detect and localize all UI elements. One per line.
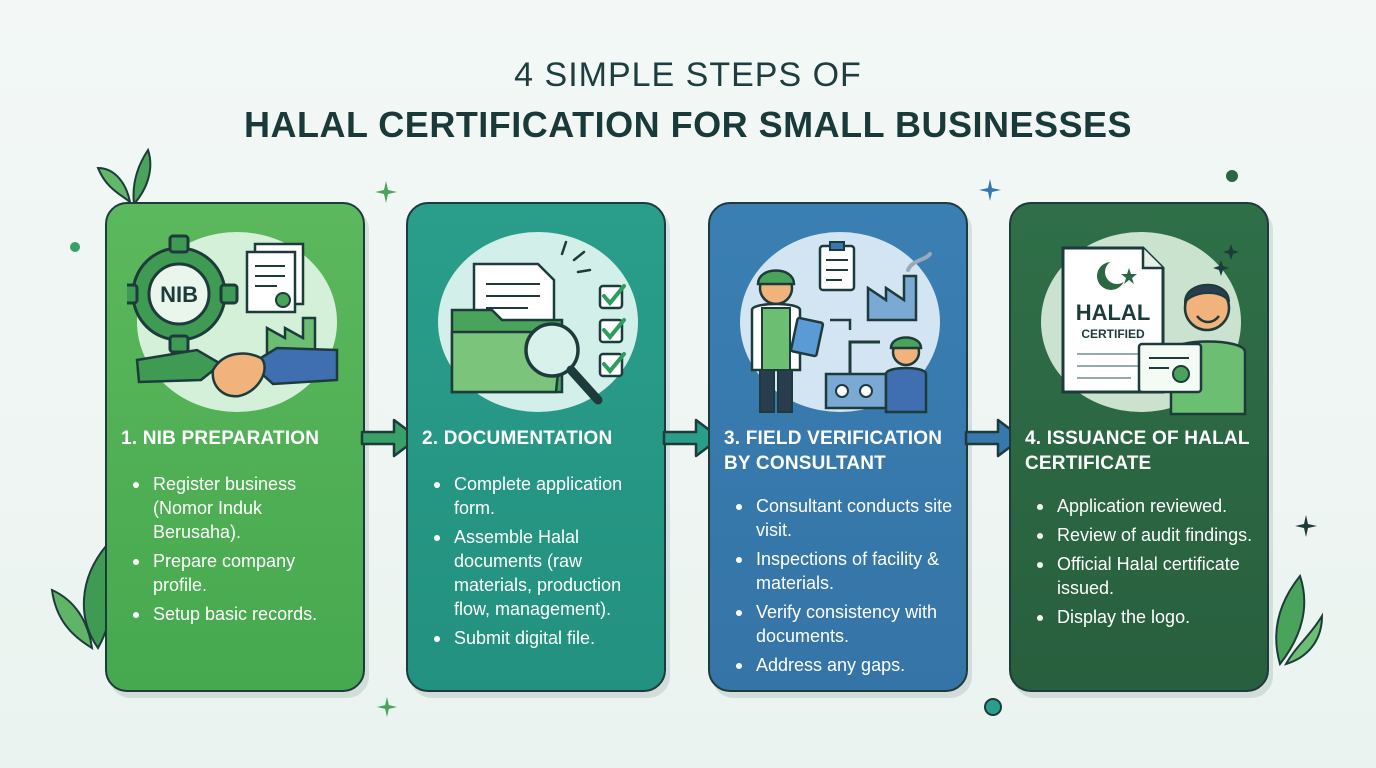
- dot-decoration: [1226, 170, 1238, 182]
- bullet-item: Review of audit findings.: [1033, 523, 1255, 547]
- bullet-item: Display the logo.: [1033, 605, 1255, 629]
- step-title: 2. DOCUMENTATION: [422, 428, 613, 449]
- sparkle-icon: [979, 179, 1001, 201]
- leaf-icon: [1275, 573, 1324, 666]
- step-card-4: HALAL CERTIFIED 4. ISSUANCE OF HALAL CER…: [1009, 202, 1269, 692]
- bullet-item: Application reviewed.: [1033, 494, 1255, 518]
- step-card-3: 3. FIELD VERIFICATION BY CONSULTANT Cons…: [708, 202, 968, 692]
- leaf-icon: [96, 147, 152, 206]
- halal-certificate-icon: HALAL CERTIFIED: [1061, 244, 1247, 416]
- title-line-2: HALAL CERTIFICATION FOR SMALL BUSINESSES: [243, 104, 1133, 145]
- sparkle-icon: [376, 696, 398, 718]
- dot-decoration: [984, 698, 1002, 716]
- documents-magnifier-icon: [450, 240, 626, 405]
- bullet-item: Address any gaps.: [732, 653, 954, 677]
- certificate-halal-text: HALAL: [1076, 300, 1151, 325]
- sparkle-icon: [375, 181, 397, 203]
- bullet-item: Complete application form.: [430, 472, 652, 520]
- step-bullets: Complete application form. Assemble Hala…: [430, 472, 652, 655]
- bullet-item: Consultant conducts site visit.: [732, 494, 954, 542]
- step-title: 1. NIB PREPARATION: [121, 428, 320, 449]
- step-card-1: NIB 1. NIB PREPARATION Register business…: [105, 202, 365, 692]
- bullet-item: Register business (Nomor Induk Berusaha)…: [129, 472, 351, 544]
- step-card-2: 2. DOCUMENTATION Complete application fo…: [406, 202, 666, 692]
- inspector-factory-icon: [750, 241, 932, 414]
- bullet-item: Prepare company profile.: [129, 549, 351, 597]
- nib-handshake-icon: NIB: [127, 234, 339, 398]
- sparkle-icon: [1295, 515, 1317, 537]
- bullet-item: Submit digital file.: [430, 626, 652, 650]
- step-bullets: Consultant conducts site visit. Inspecti…: [732, 494, 954, 682]
- bullet-item: Assemble Halal documents (raw materials,…: [430, 525, 652, 621]
- bullet-item: Verify consistency with documents.: [732, 600, 954, 648]
- nib-label: NIB: [160, 282, 198, 307]
- step-bullets: Application reviewed. Review of audit fi…: [1033, 494, 1255, 634]
- step-title: 4. ISSUANCE OF HALAL CERTIFICATE: [1025, 428, 1250, 474]
- bullet-item: Inspections of facility & materials.: [732, 547, 954, 595]
- step-bullets: Register business (Nomor Induk Berusaha)…: [129, 472, 351, 631]
- title-line-1: 4 SIMPLE STEPS OF: [514, 56, 862, 94]
- step-title: 3. FIELD VERIFICATION BY CONSULTANT: [724, 428, 943, 474]
- bullet-item: Official Halal certificate issued.: [1033, 552, 1255, 600]
- certificate-certified-text: CERTIFIED: [1081, 327, 1145, 341]
- bullet-item: Setup basic records.: [129, 602, 351, 626]
- dot-decoration: [70, 242, 80, 252]
